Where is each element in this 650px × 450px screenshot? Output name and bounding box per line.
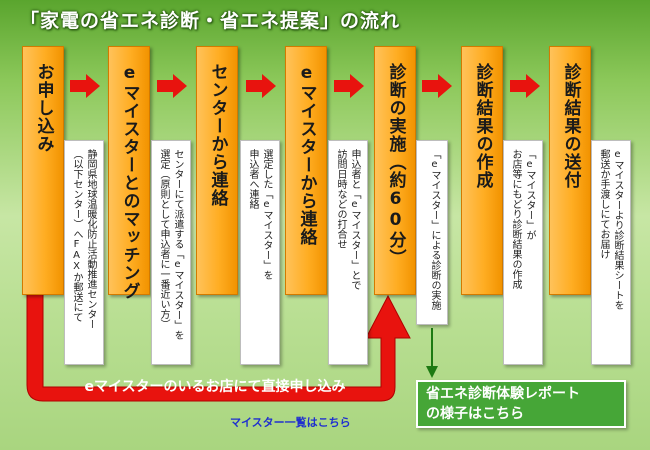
right-arrow-icon: [70, 74, 100, 98]
direct-apply-label: eマイスターのいるお店にて直接申し込み: [84, 379, 346, 395]
report-link-line-1: 省エネ診断体験レポート: [426, 386, 580, 402]
note-2: センターにて派遣する「eマイスター」を選定（原則として申込者に一番近い方）: [151, 140, 191, 365]
down-arrow-icon: [426, 366, 438, 378]
page-title: 「家電の省エネ診断・省エネ提案」の流れ: [20, 10, 401, 32]
note-5-line-1: 「eマイスター」による診断の実施: [429, 149, 440, 310]
step-4-label: eマイスターから連絡: [296, 63, 317, 246]
note-2-line-1: センターにて派遣する「eマイスター」を: [172, 149, 183, 340]
step-5-label: 診断の実施（約60分）: [385, 63, 406, 267]
note-7-line-2: 郵送か手渡しにてお届け: [598, 149, 609, 259]
right-arrow-icon: [510, 74, 540, 98]
note-6: 「eマイスター」がお店等にもどり診断結果の作成: [503, 140, 543, 365]
note-1: 静岡県地球温暖化防止活動推進センター（以下センター）へFAXか郵送にて: [64, 140, 104, 365]
step-1-label: お申し込み: [33, 63, 54, 153]
up-arrow-icon: [26, 269, 411, 402]
step-7-result-delivery: 診断結果の送付: [549, 46, 591, 295]
note-2-line-2: 選定（原則として申込者に一番近い方）: [158, 149, 169, 329]
right-arrow-icon: [246, 74, 276, 98]
step-3-label: センターから連絡: [207, 63, 228, 207]
report-link-button[interactable]: 省エネ診断体験レポート の様子はこちら: [416, 380, 626, 428]
note-4-line-1: 申込者と「eマイスター」とで: [349, 149, 360, 290]
right-arrow-icon: [157, 74, 187, 98]
note-7: eマイスターより診断結果シートを郵送か手渡しにてお届け: [591, 140, 631, 365]
note-6-line-1: 「eマイスター」が: [524, 149, 535, 240]
step-6-label: 診断結果の作成: [472, 63, 493, 189]
step-2-matching: eマイスターとのマッチング: [108, 46, 150, 300]
note-6-line-2: お店等にもどり診断結果の作成: [510, 149, 521, 289]
note-1-line-1: 静岡県地球温暖化防止活動推進センター: [85, 149, 96, 329]
note-4-line-2: 訪問日時などの打合せ: [335, 149, 346, 249]
step-3-center-contact: センターから連絡: [196, 46, 238, 295]
note-3-line-1: 選定した「eマイスター」を: [261, 149, 272, 280]
report-link-line-2: の様子はこちら: [426, 406, 524, 422]
right-arrow-icon: [422, 74, 452, 98]
note-7-line-1: eマイスターより診断結果シートを: [612, 149, 623, 310]
note-1-line-2: （以下センター）へFAXか郵送にて: [71, 149, 82, 322]
step-5-diagnosis: 診断の実施（約60分）: [374, 46, 416, 295]
note-3: 選定した「eマイスター」を申込者へ連絡: [240, 140, 280, 365]
right-arrow-icon: [334, 74, 364, 98]
note-3-line-2: 申込者へ連絡: [247, 149, 258, 209]
step-1-application: お申し込み: [22, 46, 64, 295]
step-6-result-creation: 診断結果の作成: [461, 46, 503, 295]
step-7-label: 診断結果の送付: [560, 63, 581, 189]
note-4: 申込者と「eマイスター」とで訪問日時などの打合せ: [328, 140, 368, 365]
meister-list-link[interactable]: マイスター一覧はこちら: [230, 416, 351, 429]
step-2-label: eマイスターとのマッチング: [119, 63, 140, 300]
note-5: 「eマイスター」による診断の実施: [416, 140, 448, 325]
step-4-meister-contact: eマイスターから連絡: [285, 46, 327, 295]
